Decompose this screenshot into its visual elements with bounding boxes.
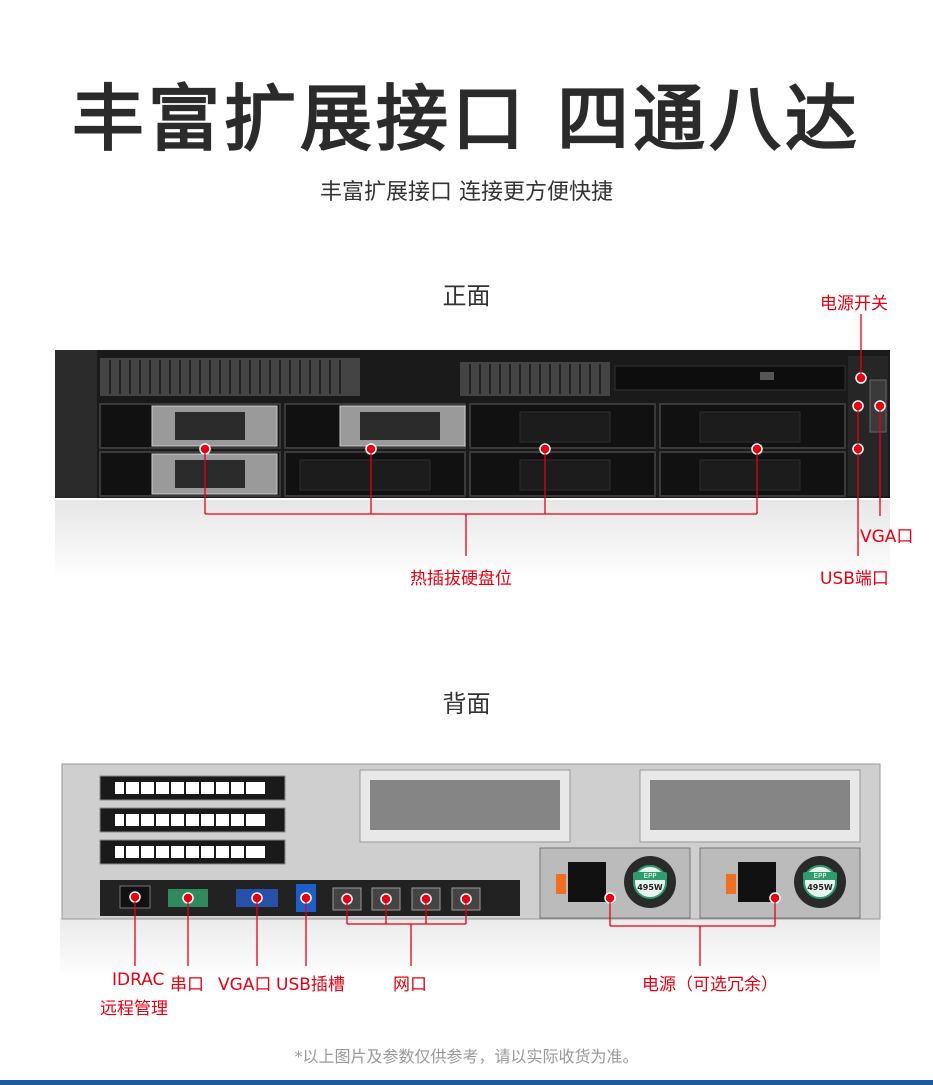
- bottom-bar: [0, 1080, 933, 1085]
- label-power: 电源（可选冗余）: [642, 975, 778, 995]
- psu2-watt: 495W: [807, 883, 833, 892]
- label-rear-vga: VGA口: [218, 975, 272, 995]
- front-section-label: 正面: [442, 282, 491, 310]
- label-serial: 串口: [170, 975, 204, 995]
- label-idrac: IDRAC: [112, 970, 165, 990]
- label-hot-swap: 热插拔硬盘位: [410, 569, 512, 589]
- label-network: 网口: [393, 975, 427, 995]
- label-power-switch: 电源开关: [820, 294, 888, 314]
- label-idrac-sub: 远程管理: [100, 999, 168, 1019]
- psu1-watt: 495W: [637, 883, 663, 892]
- label-front-vga: VGA口: [860, 527, 914, 547]
- psu2-badge: EPP: [803, 872, 837, 880]
- label-front-usb: USB端口: [820, 569, 889, 589]
- rear-section-label: 背面: [442, 690, 491, 718]
- front-server-illustration: [55, 314, 890, 580]
- disclaimer-note: *以上图片及参数仅供参考，请以实际收货为准。: [294, 1047, 639, 1066]
- psu1-badge: EPP: [633, 872, 667, 880]
- label-rear-usb: USB插槽: [276, 975, 345, 995]
- page-title: 丰富扩展接口 四通八达: [71, 77, 862, 161]
- page-subtitle: 丰富扩展接口 连接更方便快捷: [320, 180, 613, 205]
